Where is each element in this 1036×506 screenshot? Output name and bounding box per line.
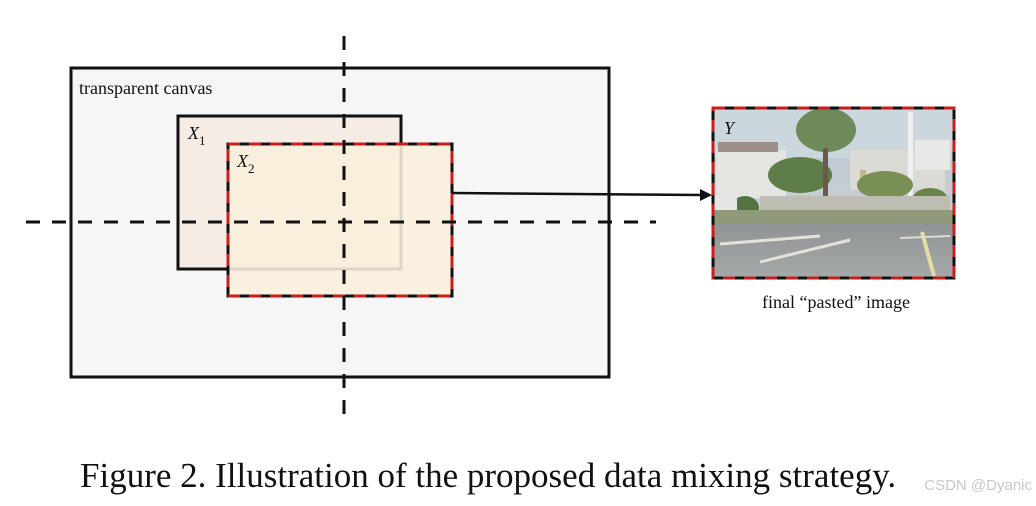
output-image-red-dash [711,106,956,280]
watermark: CSDN @Dyanic [924,477,1032,494]
arrow-line [451,191,703,197]
x2-red-dash [226,142,454,298]
figure-caption: Figure 2. Illustration of the proposed d… [80,456,897,495]
y-label: Y [724,118,736,138]
x2-label: X2 [236,151,255,176]
canvas-label: transparent canvas [79,78,212,98]
x1-label: X1 [187,123,206,148]
x2-box [226,142,454,298]
output-caption: final “pasted” image [762,292,910,312]
arrow-head [700,189,712,201]
output-image [713,108,954,278]
